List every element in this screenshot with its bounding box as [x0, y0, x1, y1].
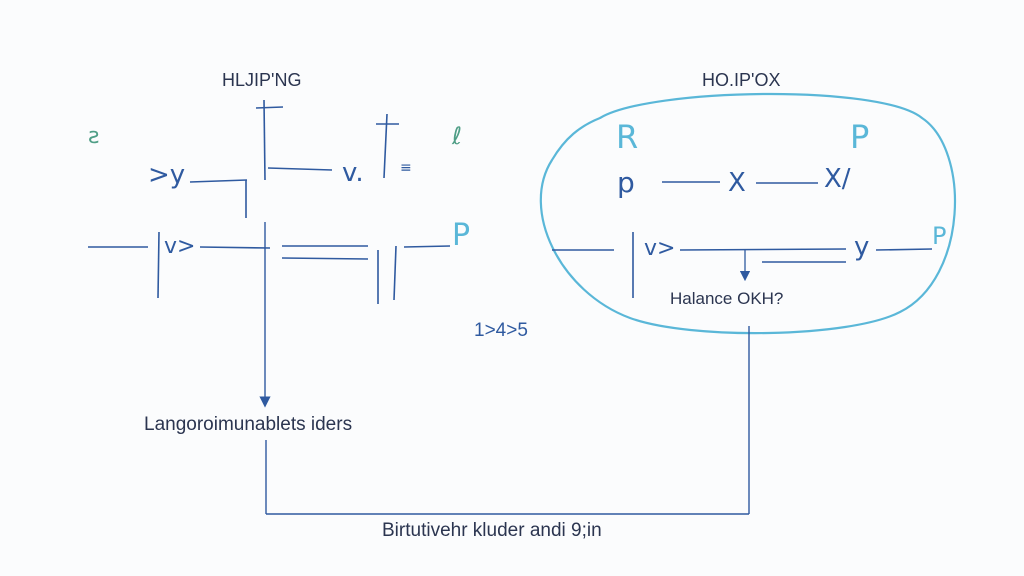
left-bottom-row-line-e	[403, 245, 451, 248]
left-group-title: HLJIP'NG	[222, 70, 302, 90]
left-bottom-row-stem-c	[393, 245, 397, 301]
bottom-left-caption: Langoroimunablets iders	[144, 414, 353, 435]
right-node-top-left-sub: p	[617, 166, 635, 199]
left-top-row-ticks: ≡	[400, 160, 412, 176]
left-top-row-line-a	[189, 179, 248, 183]
left-bottom-row-start-label: v>	[164, 234, 196, 259]
right-group-title: HO.IP'OX	[702, 70, 781, 90]
left-top-row-end-label: v.	[342, 158, 364, 188]
right-group-caption: Halance OKH?	[670, 289, 784, 308]
bottom-caption: Birtutivehr kluder andi 9;in	[382, 520, 602, 541]
left-tag: P	[452, 218, 471, 253]
right-bottom-row-start-label: v>	[644, 236, 676, 261]
left-bottom-row-line-b	[199, 246, 271, 249]
right-group-outline	[539, 92, 956, 335]
right-bottom-row-line-d	[875, 248, 933, 251]
left-mark-left: ƨ	[88, 124, 100, 149]
left-main-vertical	[263, 99, 266, 181]
left-mark-right: ℓ	[452, 122, 462, 150]
left-bottom-row-line-d	[281, 257, 369, 260]
right-node-top-left: R	[616, 118, 639, 156]
right-node-right-mark: X/	[824, 164, 851, 194]
left-top-plus-bar	[255, 106, 284, 109]
right-tag: P	[932, 222, 947, 250]
left-bottom-row-end-label: y	[396, 238, 397, 239]
middle-annotation: 1>4>5	[474, 320, 528, 341]
left-bottom-row-stem-a	[157, 231, 160, 299]
right-bottom-row-line-b	[679, 248, 847, 251]
right-node-top-right: P	[850, 118, 870, 156]
right-bottom-row-end-label: y	[854, 232, 870, 262]
left-top-row-line-b	[267, 167, 333, 171]
left-top-row-start-label: >y	[148, 160, 186, 190]
right-node-middle: X	[728, 168, 746, 198]
